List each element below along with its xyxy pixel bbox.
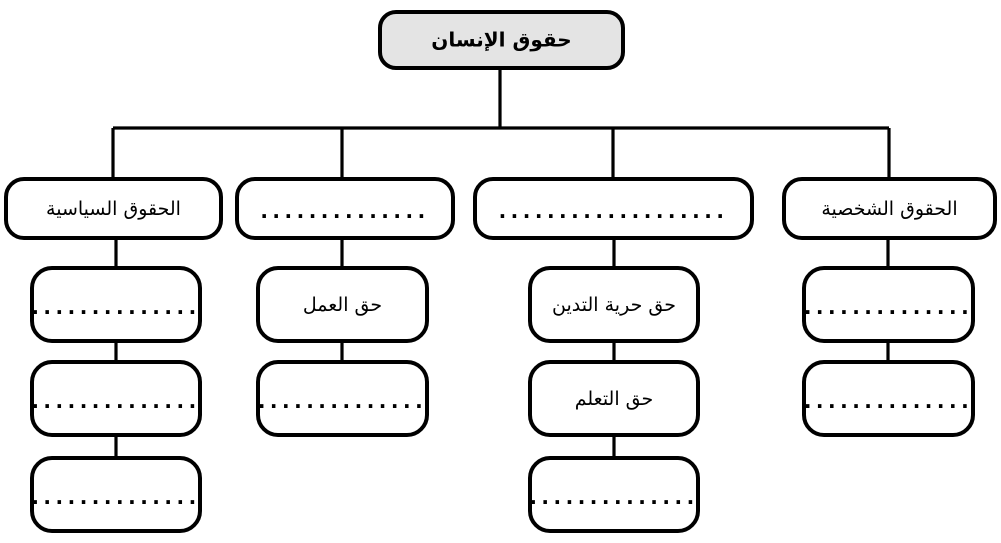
political-child-3-label: .............. — [31, 485, 200, 509]
blank3-child-3-label: .............. — [529, 485, 698, 509]
blank3-child-2-label: حق التعلم — [575, 388, 654, 410]
branch-blank-3-label: ................... — [499, 199, 729, 223]
branch-blank-3-shape — [473, 177, 754, 240]
personal-child-2-label: .............. — [804, 389, 973, 413]
blank2-child-2-shape — [256, 360, 429, 437]
blank3-child-1-label: حق حرية التدين — [552, 294, 676, 316]
political-child-2-shape — [30, 360, 202, 437]
root-node[interactable]: حقوق الإنسان — [378, 10, 625, 70]
political-child-1-shape — [30, 266, 202, 343]
branch-blank-3[interactable]: ................... — [473, 177, 754, 240]
political-child-1-label: .............. — [31, 295, 200, 319]
branch-political-rights-label: الحقوق السياسية — [46, 198, 181, 220]
branch-political-rights[interactable]: الحقوق السياسية — [4, 177, 223, 240]
branch-political-rights-shape — [4, 177, 223, 240]
branch-personal-rights-shape — [782, 177, 997, 240]
blank3-child-2[interactable]: حق التعلم — [528, 360, 700, 437]
personal-child-2[interactable]: .............. — [802, 360, 975, 437]
blank2-child-1[interactable]: حق العمل — [256, 266, 429, 343]
blank3-child-3[interactable]: .............. — [528, 456, 700, 533]
personal-child-1-shape — [802, 266, 975, 343]
political-child-3[interactable]: .............. — [30, 456, 202, 533]
connector-lines-group — [111, 70, 891, 456]
blank2-child-2[interactable]: .............. — [256, 360, 429, 437]
personal-child-2-shape — [802, 360, 975, 437]
blank3-child-1[interactable]: حق حرية التدين — [528, 266, 700, 343]
political-child-1[interactable]: .............. — [30, 266, 202, 343]
personal-child-1[interactable]: .............. — [802, 266, 975, 343]
branch-blank-2[interactable]: .............. — [235, 177, 455, 240]
blank2-child-1-shape — [256, 266, 429, 343]
root-node-shape — [378, 10, 625, 70]
branch-personal-rights[interactable]: الحقوق الشخصية — [782, 177, 997, 240]
blank3-child-2-shape — [528, 360, 700, 437]
political-child-3-shape — [30, 456, 202, 533]
branch-blank-2-shape — [235, 177, 455, 240]
branch-personal-rights-label: الحقوق الشخصية — [821, 198, 957, 220]
nodes-group: حقوق الإنسان الحقوق السياسية.............… — [4, 10, 997, 533]
branch-blank-2-label: .............. — [260, 199, 429, 223]
root-node-label: حقوق الإنسان — [431, 28, 571, 52]
blank2-child-2-label: .............. — [258, 389, 427, 413]
political-child-2[interactable]: .............. — [30, 360, 202, 437]
blank3-child-3-shape — [528, 456, 700, 533]
blank2-child-1-label: حق العمل — [303, 294, 382, 316]
political-child-2-label: .............. — [31, 389, 200, 413]
blank3-child-1-shape — [528, 266, 700, 343]
personal-child-1-label: .............. — [804, 295, 973, 319]
